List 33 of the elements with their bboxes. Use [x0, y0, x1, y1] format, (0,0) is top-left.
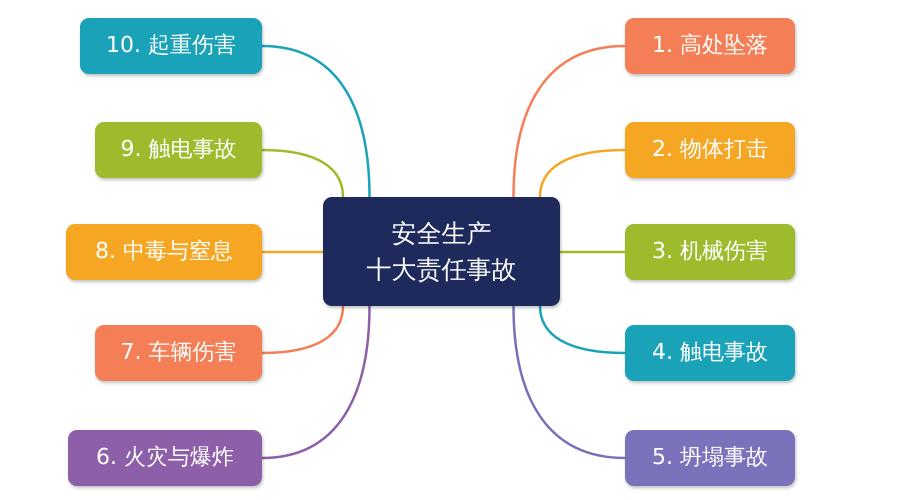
- center-topic-box: [323, 197, 560, 306]
- topic-box: [625, 18, 795, 74]
- topic-box: [625, 122, 795, 178]
- topic-box: [80, 18, 262, 74]
- topic-text: 10. 起重伤害: [106, 33, 236, 59]
- connector-line: [512, 44, 626, 198]
- topic-box: [95, 122, 262, 178]
- topic-box: [66, 224, 262, 280]
- topic-text: 2. 物体打击: [652, 137, 768, 163]
- topic-text: 9. 触电事故: [120, 137, 236, 163]
- topic-box: [625, 224, 795, 280]
- topic-text: 4. 触电事故: [652, 340, 768, 366]
- title-text: 安全生产: [392, 218, 492, 250]
- topic-text: 5. 坍塌事故: [652, 445, 768, 471]
- connector-line: [262, 44, 371, 198]
- connector-line: [512, 306, 626, 460]
- topic-text: 1. 高处坠落: [652, 33, 768, 59]
- topic-text: 3. 机械伤害: [652, 239, 768, 265]
- topic-text: 8. 中毒与窒息: [95, 239, 233, 265]
- connector-line: [262, 250, 323, 254]
- connector-line: [538, 306, 626, 354]
- topic-box: [95, 325, 262, 381]
- topic-text: 6. 火灾与爆炸: [96, 445, 234, 471]
- connector-line: [538, 148, 626, 198]
- title-text: 十大责任事故: [366, 254, 516, 286]
- connector-line: [262, 148, 344, 198]
- topic-box: [625, 325, 795, 381]
- connector-line: [262, 306, 344, 354]
- topic-box: [625, 430, 795, 486]
- connector-line: [560, 250, 625, 254]
- topic-text: 7. 车辆伤害: [120, 340, 236, 366]
- connector-line: [262, 306, 371, 460]
- topic-box: [68, 430, 262, 486]
